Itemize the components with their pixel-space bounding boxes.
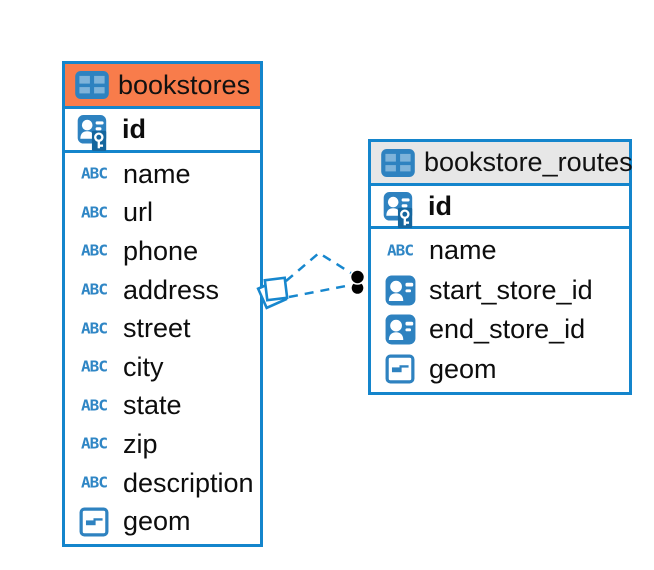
text-type-icon: ABC: [81, 164, 108, 183]
column-row-geom[interactable]: geom: [65, 502, 260, 541]
geometry-type-icon: [380, 354, 420, 384]
primary-key-icon: [73, 114, 113, 145]
table-header-bookstore-routes[interactable]: bookstore_routes: [371, 142, 633, 186]
column-name: zip: [123, 428, 158, 459]
relationship-line[interactable]: [288, 283, 352, 299]
column-name: description: [123, 467, 254, 498]
column-row-url[interactable]: ABC url: [65, 194, 260, 233]
entity-table-bookstores[interactable]: bookstores id ABC name ABC url ABC phone…: [62, 61, 263, 547]
column-name: end_store_id: [429, 314, 586, 345]
column-name: name: [123, 158, 191, 189]
column-name: name: [429, 235, 497, 266]
text-type-icon: ABC: [387, 241, 414, 260]
column-name: geom: [429, 353, 497, 384]
column-row-id[interactable]: id: [65, 109, 260, 153]
column-name: geom: [123, 506, 191, 537]
column-row-geom[interactable]: geom: [371, 350, 629, 390]
text-type-icon: ABC: [81, 473, 108, 492]
table-title: bookstore_routes: [424, 147, 633, 177]
column-name: url: [123, 197, 154, 228]
column-row-description[interactable]: ABC description: [65, 464, 260, 503]
text-type-icon: ABC: [81, 396, 108, 415]
text-type-icon: ABC: [81, 434, 108, 454]
table-title: bookstores: [118, 69, 251, 100]
table-header-bookstores[interactable]: bookstores: [65, 64, 260, 109]
column-row-start-store-id[interactable]: start_store_id: [371, 271, 629, 311]
column-row-end-store-id[interactable]: end_store_id: [371, 310, 629, 350]
column-row-name[interactable]: ABC name: [371, 231, 629, 271]
column-name: id: [122, 114, 146, 144]
column-list: ABC name ABC url ABC phone ABC address A…: [65, 153, 260, 544]
column-name: id: [428, 190, 452, 221]
entity-table-bookstore-routes[interactable]: bookstore_routes id ABC name start_store…: [368, 139, 633, 395]
column-row-address[interactable]: ABC address: [65, 271, 260, 310]
column-name: address: [123, 274, 220, 305]
column-name: phone: [123, 235, 199, 266]
column-name: city: [123, 351, 164, 382]
column-name: street: [123, 313, 191, 344]
column-row-name[interactable]: ABC name: [65, 155, 260, 194]
table-icon: [73, 71, 111, 99]
column-row-street[interactable]: ABC street: [65, 309, 260, 348]
text-type-icon: ABC: [81, 357, 108, 376]
column-row-id[interactable]: id: [371, 186, 629, 229]
column-row-city[interactable]: ABC city: [65, 348, 260, 387]
text-type-icon: ABC: [81, 319, 108, 338]
column-list: ABC name start_store_id end_store_id ge: [371, 229, 629, 392]
table-icon: [379, 149, 417, 177]
text-type-icon: ABC: [81, 203, 108, 222]
foreign-key-icon: [380, 275, 420, 306]
column-name: start_store_id: [429, 274, 593, 305]
geometry-type-icon: [74, 507, 114, 537]
foreign-key-icon: [380, 314, 420, 345]
column-row-phone[interactable]: ABC phone: [65, 232, 260, 271]
text-type-icon: ABC: [81, 280, 108, 299]
one-end-dot-marker: [349, 269, 366, 294]
column-row-zip[interactable]: ABC zip: [65, 425, 260, 464]
column-row-state[interactable]: ABC state: [65, 387, 260, 426]
text-type-icon: ABC: [81, 241, 108, 261]
relationship-line[interactable]: [285, 251, 352, 282]
primary-key-icon: [379, 191, 419, 222]
column-name: state: [123, 390, 182, 421]
